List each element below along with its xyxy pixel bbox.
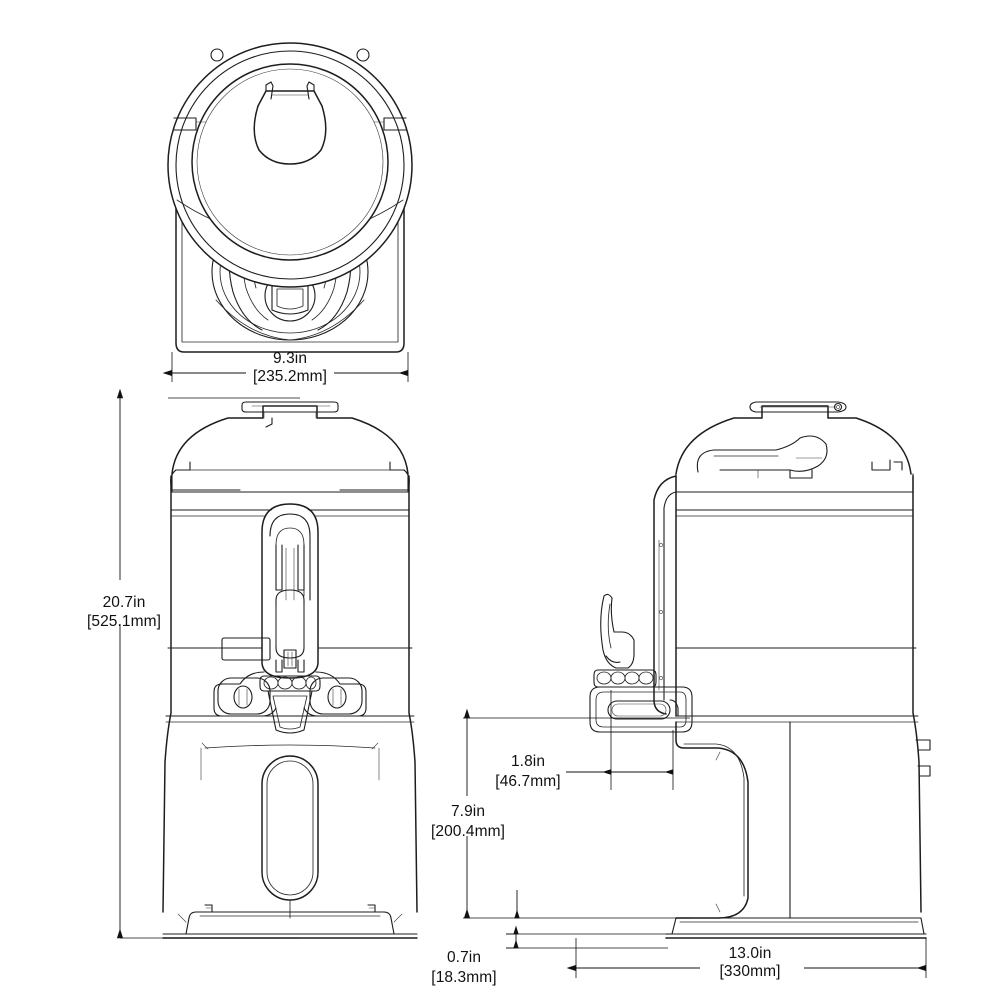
dimension-overall-depth: 13.0in [330mm] — [566, 938, 927, 980]
dim-overall-height-inch: 20.7in — [103, 594, 146, 611]
top-view: 9.3in [235.2mm] — [162, 42, 413, 385]
front-view-sight-gauge — [261, 503, 319, 679]
dim-cup-clearance-inch: 7.9in — [451, 803, 485, 820]
front-view-drip-tray — [200, 742, 380, 919]
side-view-faucet-stem — [653, 475, 679, 717]
front-view-label-plate — [221, 637, 271, 661]
dim-faucet-offset-metric: [46.7mm] — [495, 773, 560, 790]
front-view-lid — [170, 401, 410, 493]
top-view-body-silhouette — [175, 127, 405, 353]
side-view-body — [675, 475, 922, 918]
side-view-faucet — [589, 593, 693, 733]
dim-base-lip-inch: 0.7in — [447, 949, 481, 966]
side-view-base — [665, 917, 927, 939]
side-view-lower-body — [675, 721, 931, 919]
dim-overall-width-metric: [235.2mm] — [253, 368, 327, 385]
side-view-lid — [675, 401, 914, 493]
dim-overall-height-metric: [525.1mm] — [87, 613, 161, 630]
dimension-faucet-offset: 1.8in [46.7mm] — [478, 690, 674, 790]
dim-overall-depth-metric: [330mm] — [720, 963, 781, 980]
front-view-body — [162, 475, 418, 920]
dim-overall-width-inch: 9.3in — [273, 350, 307, 367]
dim-cup-clearance-metric: [200.4mm] — [431, 823, 505, 840]
dimension-overall-width: 9.3in [235.2mm] — [162, 350, 409, 385]
dim-base-lip-metric: [18.3mm] — [431, 969, 496, 986]
front-view-faucet — [213, 649, 367, 734]
dim-overall-depth-inch: 13.0in — [729, 945, 772, 962]
dim-faucet-offset-inch: 1.8in — [511, 753, 545, 770]
dimension-cup-clearance: 7.9in [200.4mm] — [420, 708, 690, 919]
front-view: 20.7in [525.1mm] — [78, 388, 418, 939]
dimension-base-lip: 0.7in [18.3mm] — [420, 925, 672, 986]
top-view-lid-knob — [253, 81, 327, 165]
dimension-overall-height: 20.7in [525.1mm] — [78, 388, 300, 939]
top-view-lid-tabs — [173, 48, 407, 131]
side-view: 1.8in [46.7mm] 7.9in [200.4mm] 0.7in [18… — [420, 401, 931, 986]
